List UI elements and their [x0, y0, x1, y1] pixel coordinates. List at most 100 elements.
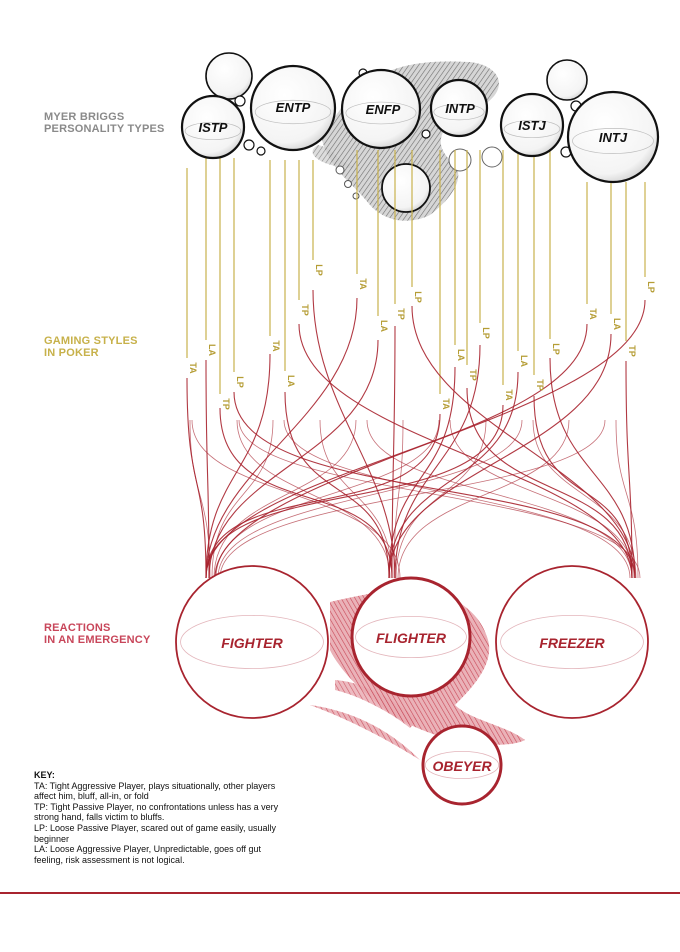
reaction-curve-enfp-ta [205, 297, 358, 579]
reaction-fan-strand [366, 419, 633, 579]
type-bubble-intj [566, 90, 660, 184]
style-label-intj-la: LA [612, 318, 622, 330]
reaction-curve-istp-ta [186, 377, 207, 579]
bottom-rule [0, 892, 680, 894]
reaction-bubble-arc [180, 615, 324, 670]
reaction-fan-strand [236, 419, 391, 579]
style-label-entp-la: LA [286, 375, 296, 387]
style-label-enfp-tp: TP [396, 308, 406, 320]
reaction-fan-strand [217, 419, 523, 579]
reaction-nodes: FIGHTER FLIGHTER FREEZER OBEYER [175, 565, 649, 806]
reaction-section-label-line-2: IN AN EMERGENCY [44, 634, 151, 646]
personality-section-label-line-2: PERSONALITY TYPES [44, 123, 165, 135]
reaction-curve-intp-ta [205, 413, 441, 579]
personality-type-nodes: ISTP ENTP ENFP INTP ISTJ INTJ [180, 64, 660, 184]
style-label-intj-tp: TP [627, 345, 637, 357]
type-node-entp: ENTP [249, 64, 337, 152]
reaction-bubble-obeyer [421, 724, 503, 806]
reaction-fan-strand [319, 419, 393, 579]
reaction-label-flighter: FLIGHTER [376, 630, 447, 646]
reaction-curve-intp-la [388, 366, 456, 579]
style-label-enfp-ta: TA [358, 278, 368, 290]
style-label-intp-tp: TP [468, 369, 478, 381]
type-label-entp: ENTP [276, 100, 311, 115]
reaction-curve-entp-la [284, 391, 390, 579]
reaction-fan-strand [211, 419, 274, 579]
type-node-intp: INTP [429, 78, 489, 138]
reaction-section-label-line-1: REACTIONS [44, 622, 111, 634]
type-bubble-entp [249, 64, 337, 152]
reaction-curve-intj-tp [625, 360, 633, 579]
style-label-istj-tp: TP [535, 379, 545, 391]
reaction-fan-strand [393, 419, 404, 579]
style-label-entp-tp: TP [300, 304, 310, 316]
personality-section-label-line-1: MYER BRIGGS [44, 111, 125, 123]
type-bubble-arc [184, 121, 242, 141]
type-node-intj: INTJ [566, 90, 660, 184]
reaction-label-freezer: FREEZER [539, 635, 605, 651]
reaction-curve-istj-la [388, 371, 519, 579]
type-bubble-arc [345, 101, 417, 125]
style-label-intp-ta: TA [441, 398, 451, 410]
reaction-bubble-fighter [175, 565, 329, 719]
reaction-fan-strand [532, 419, 637, 579]
reaction-curve-intj-la [388, 333, 612, 579]
legend-key: KEY: TA: Tight Aggressive Player, plays … [34, 770, 284, 865]
style-code-labels: TALATPLPTALATPLPTALATPLPTALATPLPTALATPLP… [188, 264, 656, 410]
reaction-curve-intj-ta [205, 323, 588, 579]
reaction-node-freezer: FREEZER [495, 565, 649, 719]
reaction-node-obeyer: OBEYER [421, 724, 503, 806]
style-label-intp-lp: LP [481, 327, 491, 339]
style-label-intj-ta: TA [588, 308, 598, 320]
type-label-enfp: ENFP [366, 102, 401, 117]
type-bubble-arc [254, 99, 332, 125]
reaction-curve-istj-lp [549, 357, 636, 579]
type-bubble-enfp [340, 68, 422, 150]
reaction-section-label: REACTIONS IN AN EMERGENCY [44, 622, 151, 646]
poker-section-label-line-2: IN POKER [44, 347, 99, 359]
style-reaction-connectors [186, 289, 646, 579]
type-label-istj: ISTJ [518, 118, 546, 133]
reaction-bubble-arc [500, 615, 644, 670]
reaction-node-flighter: FLIGHTER [350, 576, 472, 698]
style-label-istj-la: LA [519, 355, 529, 367]
personality-style-connectors [186, 150, 646, 394]
reaction-bubble-flighter [350, 576, 472, 698]
type-bubble-arc [433, 103, 485, 121]
reaction-curve-istj-tp [533, 395, 633, 579]
reaction-bubble-arc [424, 750, 500, 780]
reaction-node-fighter: FIGHTER [175, 565, 329, 719]
reaction-curve-entp-lp [312, 289, 396, 579]
reaction-label-obeyer: OBEYER [432, 758, 492, 774]
type-label-istp: ISTP [199, 120, 228, 135]
type-bubble-intp [429, 78, 489, 138]
type-node-istp: ISTP [180, 94, 246, 160]
reaction-curve-entp-ta [205, 353, 271, 579]
reaction-fan-strand [397, 419, 570, 579]
style-label-enfp-lp: LP [413, 291, 423, 303]
type-bubble-istj [499, 92, 565, 158]
style-label-intp-la: LA [456, 349, 466, 361]
reaction-fan-strand [191, 419, 401, 579]
style-label-istp-lp: LP [235, 376, 245, 388]
poker-section-label-line-1: GAMING STYLES [44, 335, 138, 347]
reaction-bubble-freezer [495, 565, 649, 719]
type-node-istj: ISTJ [499, 92, 565, 158]
type-node-enfp: ENFP [340, 68, 422, 150]
reaction-fan-strand [449, 419, 635, 579]
reaction-fan-strand [219, 419, 606, 579]
type-bubble-arc [503, 119, 561, 139]
key-entry-ta: TA: Tight Aggressive Player, plays situa… [34, 780, 276, 802]
style-label-istj-lp: LP [551, 343, 561, 355]
reaction-curve-istp-tp [219, 407, 393, 579]
reaction-curve-enfp-lp [411, 305, 636, 579]
reaction-fan-strand [615, 419, 639, 579]
style-label-istp-tp: TP [221, 398, 231, 410]
poker-section-label: GAMING STYLES IN POKER [44, 335, 138, 359]
key-title: KEY: [34, 770, 55, 780]
style-label-enfp-la: LA [379, 320, 389, 332]
key-entry-tp: TP: Tight Passive Player, no confrontati… [34, 801, 279, 823]
reaction-bubble-arc [355, 615, 467, 659]
